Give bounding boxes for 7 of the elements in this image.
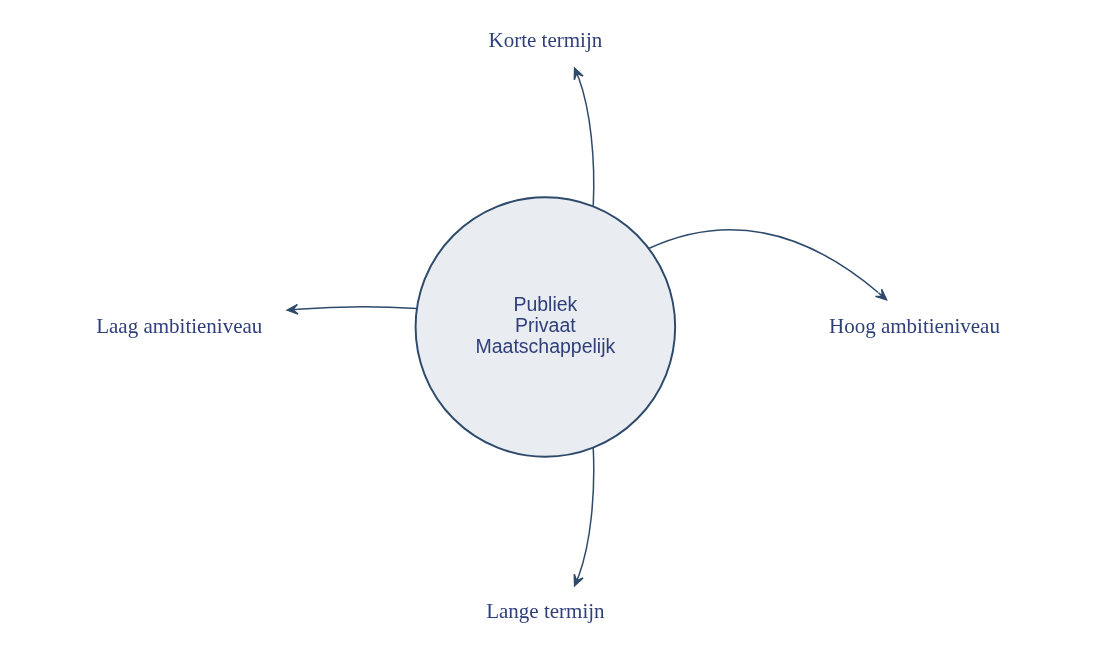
node-circle: Publiek Privaat Maatschappelijk <box>414 196 677 458</box>
arrow <box>286 303 418 315</box>
node-text: Lange termijn <box>486 599 605 624</box>
node-text: Laag ambitieniveau <box>96 313 263 338</box>
node-text: Korte termijn <box>488 27 603 52</box>
arrow <box>648 228 888 301</box>
node-text: Hoog ambitieniveau <box>829 313 1000 338</box>
